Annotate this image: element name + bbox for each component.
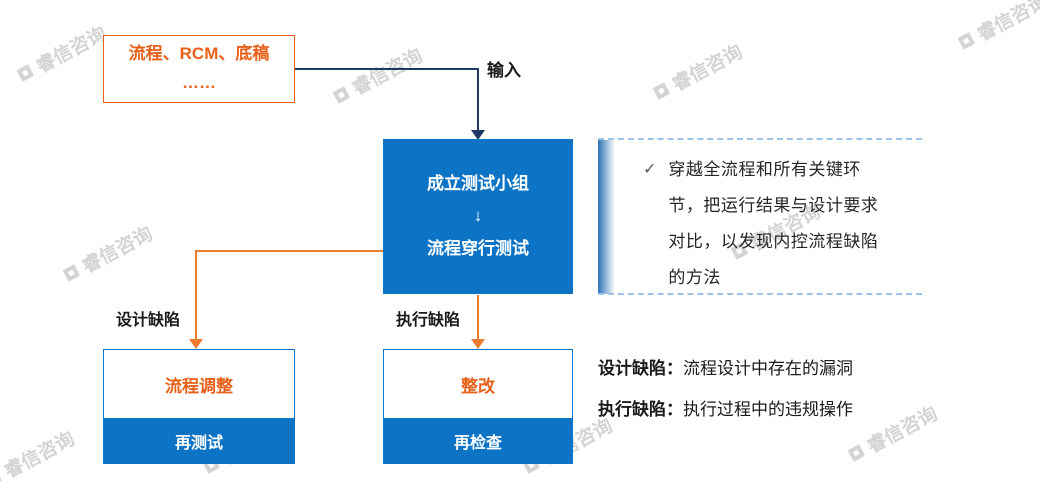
input-arrow-label: 输入 (487, 61, 521, 80)
execution-defect-arrowhead-icon (471, 339, 485, 349)
note-panel-bottom-dashed-line (598, 293, 922, 295)
note-panel-text: 穿越全流程和所有关键环节，把运行结果与设计要求对比，以发现内控流程缺陷的方法 (668, 160, 879, 287)
design-defect-arrow-line (195, 250, 383, 340)
process-adjust-label: 流程调整 (165, 376, 233, 396)
rectify-label: 整改 (461, 376, 495, 396)
walkthrough-step2: 流程穿行测试 (427, 238, 529, 258)
retest-bar: 再测试 (104, 418, 294, 463)
note-panel: ✓ 穿越全流程和所有关键环节，把运行结果与设计要求对比，以发现内控流程缺陷的方法 (643, 152, 911, 296)
walkthrough-step1: 成立测试小组 (427, 174, 529, 194)
design-defect-label: 设计缺陷 (116, 312, 181, 329)
input-sources-box: 流程、RCM、底稿 …… (103, 35, 295, 103)
input-arrow-line (295, 68, 479, 131)
definitions-block: 设计缺陷：流程设计中存在的漏洞 执行缺陷：执行过程中的违规操作 (598, 357, 853, 439)
checkmark-icon: ✓ (643, 161, 657, 178)
definition-desc: 流程设计中存在的漏洞 (683, 359, 853, 378)
note-panel-top-dashed-line (598, 138, 922, 140)
definition-desc: 执行过程中的违规操作 (683, 399, 853, 419)
definition-execution-defect: 执行缺陷：执行过程中的违规操作 (598, 398, 853, 422)
execution-defect-label: 执行缺陷 (396, 312, 461, 329)
process-adjust-box: 流程调整 再测试 (103, 349, 295, 464)
note-panel-gradient-bar (598, 140, 615, 294)
down-arrow-icon: ↓ (473, 206, 483, 226)
input-sources-line2: …… (182, 73, 216, 92)
input-arrowhead-icon (471, 130, 485, 140)
definition-term: 设计缺陷： (598, 359, 683, 378)
definition-design-defect: 设计缺陷：流程设计中存在的漏洞 (598, 357, 853, 381)
walkthrough-test-box: 成立测试小组 ↓ 流程穿行测试 (383, 139, 573, 294)
rectify-box: 整改 再检查 (383, 349, 573, 464)
input-sources-line1: 流程、RCM、底稿 (128, 44, 270, 64)
recheck-bar: 再检查 (384, 418, 572, 463)
definition-term: 执行缺陷： (598, 399, 683, 419)
design-defect-arrowhead-icon (189, 339, 203, 349)
